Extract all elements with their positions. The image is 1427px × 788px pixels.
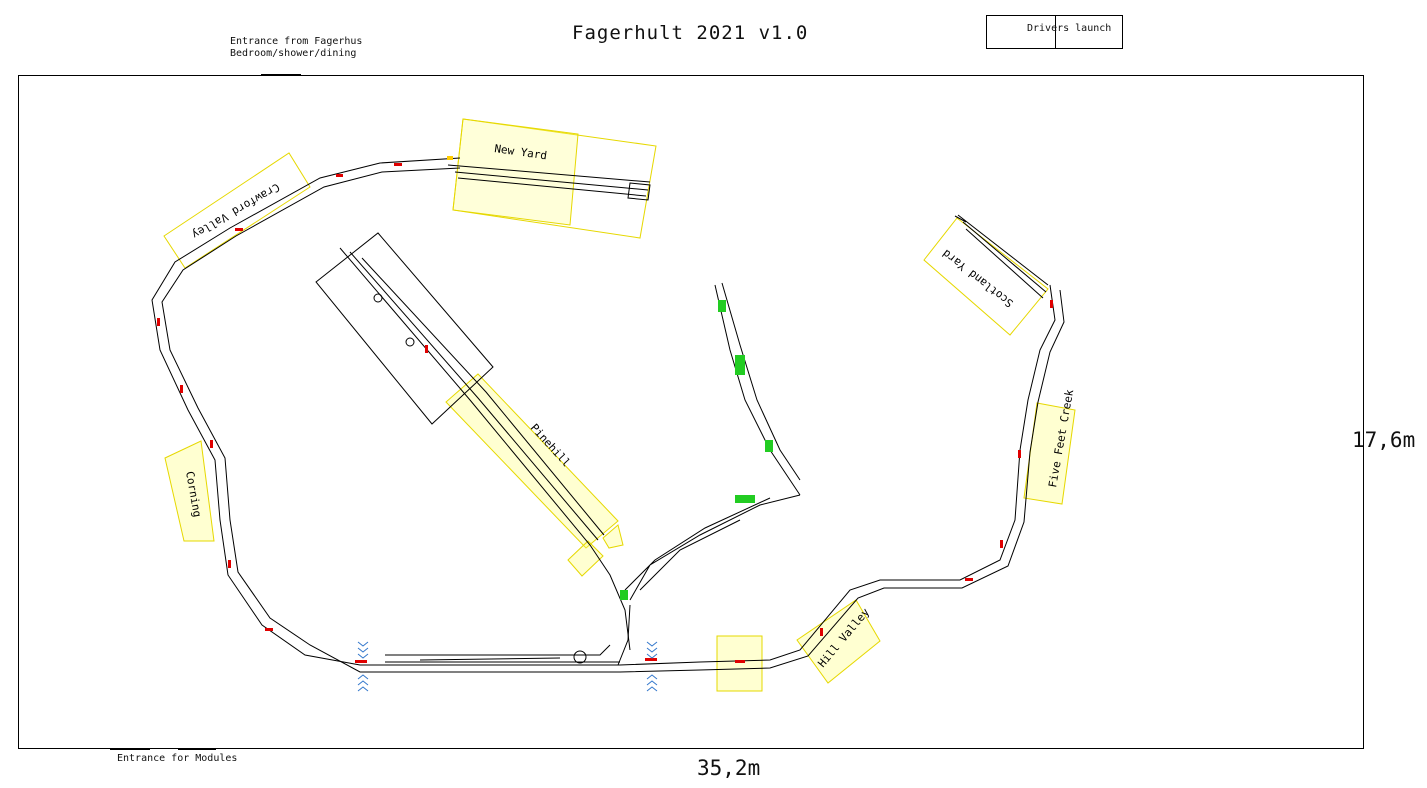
corning-zone <box>164 440 215 542</box>
new-yard-hatched <box>452 118 579 226</box>
area-zones <box>163 118 1076 692</box>
marker <box>425 345 428 353</box>
crawford-valley-zone <box>163 152 311 269</box>
new-yard-tracks <box>447 164 651 197</box>
small-zone-b <box>602 524 624 549</box>
marker <box>210 440 213 448</box>
small-zone-a <box>567 540 604 577</box>
branch-line <box>624 494 801 601</box>
pinehill-turntable-b <box>405 337 415 347</box>
pinehill-zone <box>445 373 619 549</box>
marker <box>735 355 745 375</box>
entrance-modules-label: Entrance for Modules <box>117 753 238 764</box>
signal-markers <box>157 156 1053 663</box>
width-dimension: 35,2m <box>697 756 761 780</box>
bottom-zone <box>716 635 763 692</box>
marker <box>180 385 183 393</box>
crossing-right-top <box>646 641 658 659</box>
scotland-yard-label: Scotland Yard <box>940 247 1016 310</box>
marker <box>394 163 402 166</box>
marker <box>447 156 453 160</box>
marker <box>265 628 273 631</box>
branch-north <box>714 282 801 496</box>
entrance-fagerhus-line2: Bedroom/shower/dining <box>230 48 357 59</box>
crossing-left-top <box>357 641 369 659</box>
marker <box>820 628 823 636</box>
marker <box>355 660 367 663</box>
marker <box>718 300 726 312</box>
station-connector <box>617 604 631 666</box>
drivers-launch-box: Drivers launch <box>986 15 1123 49</box>
scotland-yard-tracks <box>954 214 1049 299</box>
marker <box>1000 540 1003 548</box>
new-yard-end <box>627 182 651 201</box>
top-door <box>261 74 301 76</box>
station-tracks <box>385 644 620 663</box>
bottom-door-left <box>110 748 150 750</box>
bottom-door-right <box>178 748 216 750</box>
height-dimension: 17,6m <box>1352 428 1416 452</box>
loop-outer-rail <box>151 157 1056 666</box>
crawford-valley-label: Crawford Valley <box>189 180 282 241</box>
entrance-fagerhus-line1: Entrance from Fagerhus <box>230 36 363 47</box>
marker <box>1050 300 1053 308</box>
marker <box>157 318 160 326</box>
loop-inner-rail <box>161 167 1065 673</box>
marker <box>735 660 745 663</box>
scotland-yard-zone <box>923 217 1049 336</box>
turntable <box>573 650 587 664</box>
marker <box>645 658 657 661</box>
hill-valley-zone <box>796 599 881 684</box>
crossing-left-bottom <box>357 674 369 692</box>
marker <box>336 174 343 177</box>
plan-title: Fagerhult 2021 v1.0 <box>572 22 809 44</box>
marker <box>620 590 628 600</box>
marker <box>765 440 773 452</box>
marker <box>965 578 973 581</box>
pinehill-line <box>339 247 631 651</box>
marker <box>735 495 755 503</box>
crossing-right-bottom <box>646 674 658 692</box>
crossing-markers <box>357 641 658 692</box>
marker <box>228 560 231 568</box>
marker <box>235 228 243 231</box>
main-loop <box>151 157 1065 673</box>
drivers-launch-divider <box>1055 16 1056 48</box>
hall-outline <box>18 75 1364 749</box>
drivers-launch-label: Drivers launch <box>1027 23 1112 34</box>
entrance-fagerhus-note: Entrance from Fagerhus Bedroom/shower/di… <box>230 36 362 60</box>
marker <box>1018 450 1021 458</box>
pinehill-building <box>315 232 494 425</box>
pinehill-turntable-a <box>373 293 383 303</box>
